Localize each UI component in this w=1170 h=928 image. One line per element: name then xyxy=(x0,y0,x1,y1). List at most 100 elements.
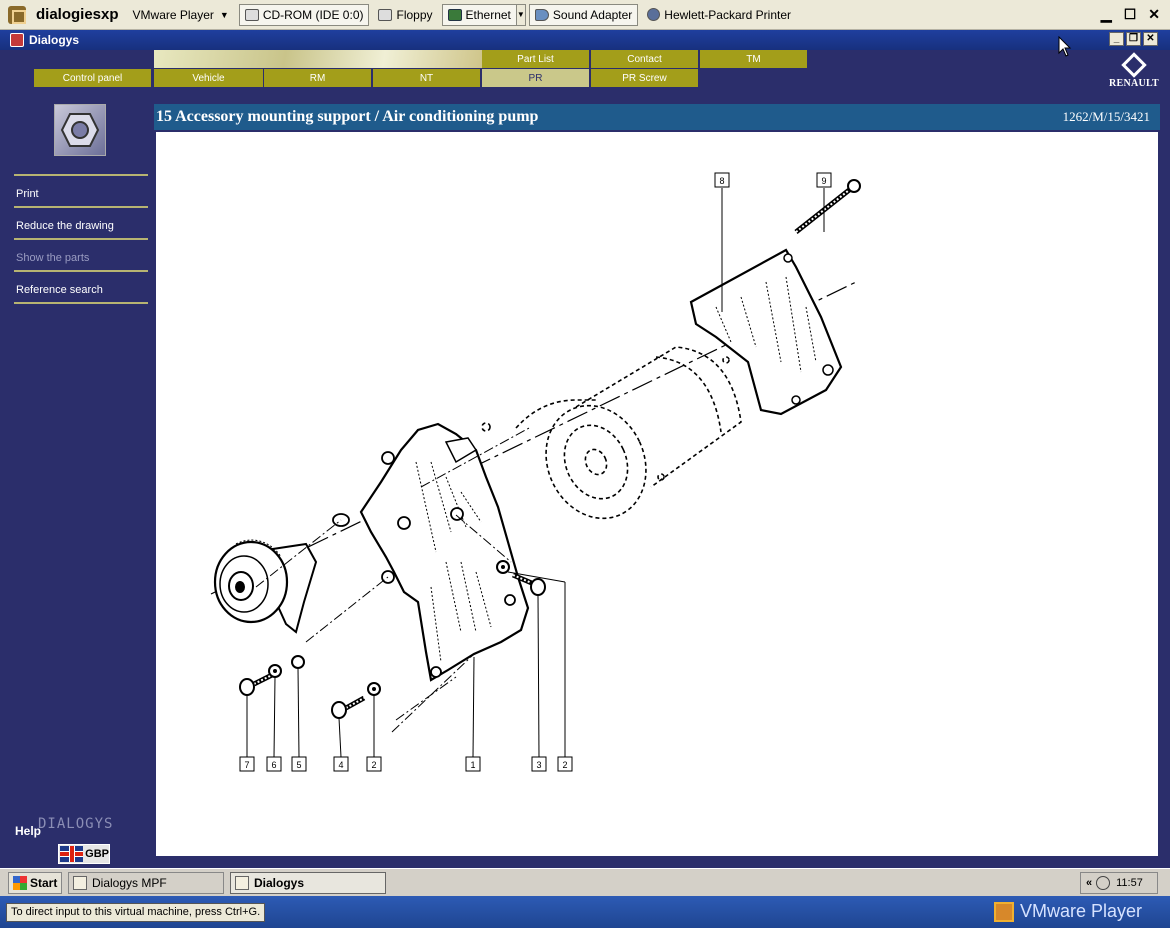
vmware-toolbar: dialogiesxp VMware Player ▼ CD-ROM (IDE … xyxy=(0,0,1170,30)
close-icon[interactable]: ✕ xyxy=(1148,6,1160,22)
callout-8: 8 xyxy=(719,176,724,186)
uk-flag-icon xyxy=(60,846,84,862)
renault-diamond-icon xyxy=(1121,52,1147,78)
sidebar-item-reference-search[interactable]: Reference search xyxy=(16,284,103,296)
sidebar-divider xyxy=(14,270,148,272)
app-restore-button[interactable]: ❐ xyxy=(1126,32,1141,46)
dialogys-watermark: DIALOGYS xyxy=(38,816,114,832)
sidebar-item-print[interactable]: Print xyxy=(16,188,39,200)
page-title: 15 Accessory mounting support / Air cond… xyxy=(156,108,539,125)
device-cdrom-label: CD-ROM (IDE 0:0) xyxy=(262,7,364,22)
sidebar-divider xyxy=(14,174,148,176)
taskbar-item-dialogys[interactable]: Dialogys xyxy=(230,871,386,894)
callout-5: 5 xyxy=(296,760,301,770)
part-long-bolt xyxy=(794,179,861,234)
assembly-guide-lines xyxy=(255,426,532,733)
vm-title: dialogiesxp xyxy=(36,6,119,23)
callout-2b: 2 xyxy=(562,760,567,770)
device-sound[interactable]: Sound Adapter xyxy=(528,3,639,26)
hex-nut-icon xyxy=(54,104,106,156)
tab-part-list[interactable]: Part List xyxy=(482,50,590,68)
printer-icon xyxy=(647,8,661,21)
taskbar: Start Dialogys MPF Dialogys « 11:57 xyxy=(0,868,1170,896)
currency-button[interactable]: GBP xyxy=(58,844,110,864)
start-button[interactable]: Start xyxy=(8,871,62,894)
mouse-pointer-icon xyxy=(1058,36,1072,57)
help-link[interactable]: Help xyxy=(15,824,42,838)
exploded-view-drawing: 8 9 7 6 5 4 2 1 3 2 xyxy=(210,172,861,772)
sidebar-divider xyxy=(14,238,148,240)
sidebar-divider xyxy=(14,302,148,304)
tab-pr[interactable]: PR xyxy=(482,69,590,87)
network-tray-icon[interactable] xyxy=(1096,876,1111,890)
device-printer-label: Hewlett-Packard Printer xyxy=(664,7,792,22)
callout-2: 2 xyxy=(371,760,376,770)
vmware-player-menu[interactable]: VMware Player ▼ xyxy=(133,8,229,22)
vm-window-controls: ▁ ☐ ✕ xyxy=(1101,6,1160,23)
callout-3: 3 xyxy=(536,760,541,770)
callout-7: 7 xyxy=(244,760,249,770)
taskbar-item-dialogys-mpf[interactable]: Dialogys MPF xyxy=(68,871,224,894)
tray-expand-icon[interactable]: « xyxy=(1086,877,1093,889)
window-icon xyxy=(73,875,87,890)
sidebar-item-show-parts: Show the parts xyxy=(16,252,90,264)
speaker-icon xyxy=(534,8,549,21)
part-bolt-4 xyxy=(331,695,366,719)
vmware-status-bar: To direct input to this virtual machine,… xyxy=(0,896,1170,928)
header-decoration xyxy=(154,50,482,68)
cdrom-icon xyxy=(244,8,259,21)
sidebar-item-reduce-drawing[interactable]: Reduce the drawing xyxy=(16,220,114,232)
app-minimize-button[interactable]: _ xyxy=(1109,32,1124,46)
device-ethernet[interactable]: Ethernet xyxy=(441,3,517,26)
sidebar-divider xyxy=(14,206,148,208)
callout-6: 6 xyxy=(271,760,276,770)
vmware-logo-icon xyxy=(993,901,1014,922)
ethernet-dropdown[interactable]: ▼ xyxy=(515,3,526,26)
app-close-button[interactable]: ✕ xyxy=(1143,32,1158,46)
device-cdrom[interactable]: CD-ROM (IDE 0:0) xyxy=(238,3,370,26)
app-title-bar: Dialogys _ ❐ ✕ xyxy=(0,30,1170,50)
system-tray: « 11:57 xyxy=(1080,872,1158,894)
dialogys-app-icon xyxy=(10,33,24,47)
device-printer[interactable]: Hewlett-Packard Printer xyxy=(641,4,797,26)
minimize-icon[interactable]: ▁ xyxy=(1100,6,1112,22)
part-tensioner-pulley xyxy=(213,539,318,634)
callout-labels: 8 9 7 6 5 4 2 1 3 2 xyxy=(239,172,832,772)
tab-nt[interactable]: NT xyxy=(373,69,481,87)
device-floppy[interactable]: Floppy xyxy=(372,4,438,26)
dialogys-app-icon xyxy=(235,875,249,890)
tab-pr-screw[interactable]: PR Screw xyxy=(591,69,699,87)
device-ethernet-label: Ethernet xyxy=(465,7,511,22)
taskbar-item-label: Dialogys xyxy=(254,875,305,890)
part-spacer-5 xyxy=(291,655,305,669)
app-title: Dialogys xyxy=(29,33,80,47)
maximize-icon[interactable]: ☐ xyxy=(1123,6,1137,22)
drawing-reference: 1262/M/15/3421 xyxy=(1062,109,1150,124)
vmware-brand-text: VMware Player xyxy=(1019,901,1142,921)
network-icon xyxy=(447,8,462,21)
floppy-icon xyxy=(378,8,393,21)
windows-logo-icon xyxy=(13,875,27,890)
currency-label: GBP xyxy=(85,848,109,860)
vmware-brand: VMware Player xyxy=(993,901,1142,922)
start-label: Start xyxy=(30,875,58,890)
vmware-app-icon xyxy=(8,5,26,24)
part-ac-compressor xyxy=(481,346,742,520)
renault-logo: RENAULT xyxy=(1106,52,1162,98)
taskbar-item-label: Dialogys MPF xyxy=(92,875,167,890)
content-title-bar: 15 Accessory mounting support / Air cond… xyxy=(154,104,1160,130)
device-sound-label: Sound Adapter xyxy=(552,7,633,22)
device-floppy-label: Floppy xyxy=(396,7,433,22)
callout-4: 4 xyxy=(338,760,343,770)
app-window-controls: _ ❐ ✕ xyxy=(1109,32,1158,46)
parts-drawing[interactable]: 8 9 7 6 5 4 2 1 3 2 xyxy=(156,132,1158,856)
tab-rm[interactable]: RM xyxy=(264,69,372,87)
tab-control-panel[interactable]: Control panel xyxy=(34,69,152,87)
part-bolt-3 xyxy=(512,572,546,596)
vmware-player-menu-label: VMware Player xyxy=(132,7,214,22)
part-bolt-7 xyxy=(239,671,276,696)
tab-tm[interactable]: TM xyxy=(700,50,808,68)
tab-contact[interactable]: Contact xyxy=(591,50,699,68)
part-front-bracket xyxy=(332,422,530,682)
tab-vehicle[interactable]: Vehicle xyxy=(154,69,264,87)
